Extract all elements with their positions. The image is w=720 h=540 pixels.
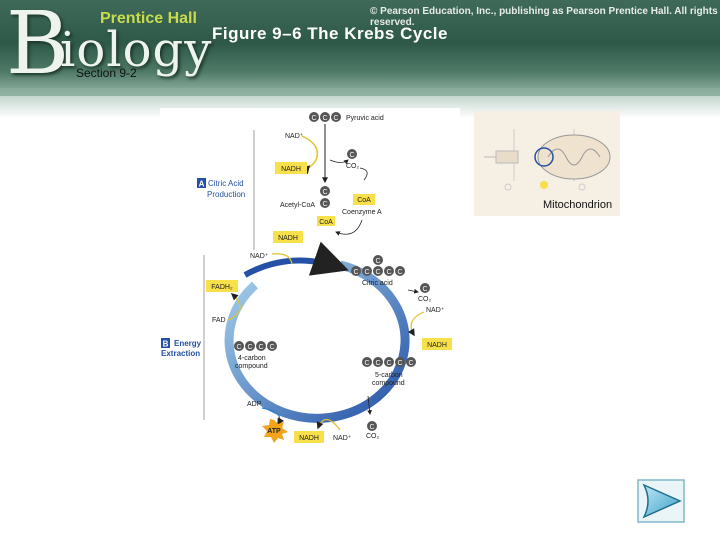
nadh-label-mid: NADH — [278, 235, 298, 242]
co2-arrow-top — [329, 159, 349, 165]
five-carbon-label-1: 5-carbon — [375, 372, 403, 379]
nadh-arrow-right — [407, 311, 425, 337]
coa-box-acetyl — [317, 216, 335, 226]
stage-a-badge — [197, 178, 206, 188]
nad-plus-arrow-cycle — [271, 253, 293, 265]
co2-arrow-right — [407, 288, 419, 294]
fad-label: FAD — [212, 317, 226, 324]
svg-text:C: C — [258, 344, 263, 351]
svg-text:C: C — [353, 269, 358, 276]
stage-a-letter: A — [199, 180, 205, 189]
atp-label: ATP — [267, 428, 281, 435]
citric-acid-molecule: C C C C C C — [351, 255, 405, 276]
co2-carbon-top: C — [347, 149, 357, 159]
svg-text:C: C — [375, 258, 380, 265]
stage-b-line2: Extraction — [161, 349, 200, 358]
svg-text:C: C — [322, 189, 327, 196]
pyruvic-acid-molecule: C C C — [309, 112, 341, 122]
svg-text:C: C — [333, 115, 338, 122]
mitochondrion-label: Mitochondrion — [543, 199, 613, 211]
co2-arrow-bottom — [367, 395, 372, 415]
svg-text:C: C — [408, 360, 413, 367]
pyruvic-acid-label: Pyruvic acid — [346, 115, 384, 122]
co2-label-right: CO₂ — [418, 296, 432, 303]
five-carbon-label-2: compound — [372, 380, 405, 387]
coa-arrow-in — [359, 167, 368, 181]
nad-plus-label-cycle: NAD⁺ — [250, 253, 269, 260]
co2-carbon-bottom: C — [367, 421, 377, 431]
four-carbon-label-2: compound — [235, 363, 268, 370]
nadh-label-top: NADH — [281, 166, 301, 173]
fadh2-arrow — [227, 293, 241, 321]
adp-label: ADP — [247, 401, 262, 408]
svg-text:C: C — [386, 360, 391, 367]
acetyl-coa-label: Acetyl-CoA — [280, 202, 315, 209]
nadh-box-mid — [273, 231, 303, 243]
header-banner: B iology Prentice Hall © Pearson Educati… — [0, 0, 720, 96]
fadh2-label: FADH₂ — [211, 284, 233, 291]
four-carbon-label-1: 4-carbon — [238, 355, 266, 362]
atp-burst — [262, 419, 288, 443]
citric-acid-label: Citric acid — [362, 280, 393, 287]
logo-text: iology — [60, 22, 213, 78]
five-carbon-molecule: C C C C C — [362, 357, 416, 367]
svg-text:C: C — [397, 360, 402, 367]
coa-label-free: CoA — [357, 197, 371, 204]
acetyl-coa-molecule: C C — [320, 186, 330, 208]
co2-carbon-right: C — [420, 283, 430, 293]
svg-text:C: C — [236, 344, 241, 351]
cycle-entry-arrow — [243, 241, 349, 278]
svg-text:C: C — [311, 115, 316, 122]
logo-letter: B — [6, 0, 70, 94]
figure-title: Figure 9–6 The Krebs Cycle — [212, 24, 448, 43]
co2-label-top: CO₂ — [346, 163, 360, 170]
next-slide-button[interactable] — [636, 478, 686, 524]
svg-text:C: C — [364, 360, 369, 367]
nadh-label-bottom: NADH — [299, 435, 319, 442]
diagram-panel — [160, 108, 460, 448]
stage-b-badge — [161, 338, 170, 348]
nadh-box-bottom — [294, 431, 324, 443]
svg-text:C: C — [322, 201, 327, 208]
coa-recycle-arrow — [335, 219, 363, 236]
coa-label-acetyl: CoA — [319, 219, 333, 226]
svg-text:C: C — [269, 344, 274, 351]
nadh-arrow-bottom — [316, 418, 341, 431]
svg-text:C: C — [386, 269, 391, 276]
four-carbon-molecule: C C C C — [234, 341, 277, 351]
svg-text:C: C — [349, 152, 354, 159]
svg-text:C: C — [247, 344, 252, 351]
nad-plus-label-right: NAD⁺ — [426, 307, 445, 314]
section-label: Section 9-2 — [76, 66, 137, 80]
nad-plus-label-bottom: NAD⁺ — [333, 435, 352, 442]
publisher-name: Prentice Hall — [100, 10, 197, 27]
atp-arrow — [261, 407, 285, 426]
svg-text:C: C — [369, 424, 374, 431]
co2-label-bottom: CO₂ — [366, 433, 380, 440]
svg-text:C: C — [422, 286, 427, 293]
stage-a-line2: Production — [207, 190, 245, 199]
copyright-notice: © Pearson Education, Inc., publishing as… — [370, 6, 718, 28]
svg-text:C: C — [375, 360, 380, 367]
svg-text:C: C — [397, 269, 402, 276]
coenzyme-a-label: Coenzyme A — [342, 209, 382, 216]
fadh2-box — [206, 280, 238, 292]
nadh-box-right — [422, 338, 452, 350]
nad-plus-label-top: NAD⁺ — [285, 133, 304, 140]
svg-text:C: C — [322, 115, 327, 122]
nadh-label-right: NADH — [427, 342, 447, 349]
stage-a-line1: Citric Acid — [208, 179, 244, 188]
stage-b-line1: Energy — [174, 339, 202, 348]
coa-box-free — [353, 194, 375, 205]
svg-text:C: C — [375, 269, 380, 276]
next-arrow-icon — [637, 479, 685, 523]
nadh-box-top — [275, 162, 307, 174]
stage-b-letter: B — [163, 340, 169, 349]
mitochondrion-thumbnail — [474, 111, 620, 216]
krebs-cycle-ring — [224, 260, 410, 423]
svg-text:C: C — [364, 269, 369, 276]
